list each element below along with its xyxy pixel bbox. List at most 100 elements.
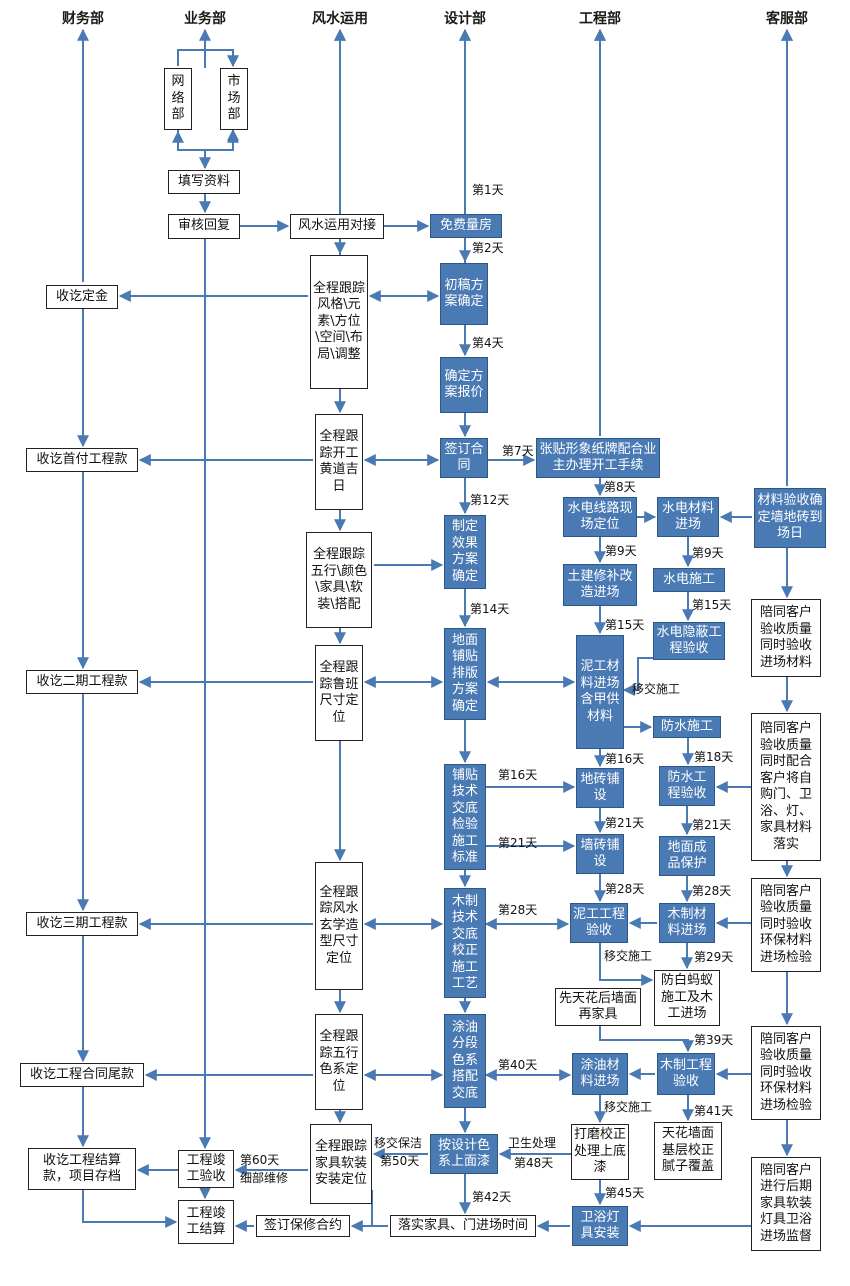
node-completion-settle: 工程竣工结算 xyxy=(178,1200,234,1244)
label-handover-3: 移交施工 xyxy=(604,1100,653,1114)
label-day42: 第42天 xyxy=(472,1190,512,1204)
label-day28-b: 第28天 xyxy=(498,903,538,917)
node-wall-tile: 墙砖铺设 xyxy=(576,834,624,874)
node-paint-by-color: 按设计色系上面漆 xyxy=(430,1134,498,1174)
node-collect-deposit: 收讫定金 xyxy=(46,285,118,309)
node-ceiling-first: 先天花后墙面再家具 xyxy=(555,988,641,1026)
dept-finance: 财务部 xyxy=(62,11,104,27)
node-collect-final: 收讫工程合同尾款 xyxy=(20,1063,144,1087)
label-day21-a: 第21天 xyxy=(498,836,538,850)
node-post-notice: 张贴形象纸牌配合业主办理开工手续 xyxy=(536,438,660,478)
node-cs-accompany3: 陪同客户验收质量同时验收环保材料进场检验 xyxy=(751,878,821,972)
node-confirm-quote: 确定方案报价 xyxy=(440,357,488,413)
node-initial-plan: 初稿方案确定 xyxy=(440,263,488,325)
connector-13 xyxy=(177,128,239,151)
node-collect-second: 收讫二期工程款 xyxy=(26,670,138,694)
label-day15-a: 第15天 xyxy=(605,618,645,632)
node-hydro-construct: 水电施工 xyxy=(653,568,725,592)
label-day60: 第60天 xyxy=(240,1153,280,1167)
node-cs-accompany2: 陪同客户验收质量同时配合客户将自购门、卫浴、灯、家具材料落实 xyxy=(751,713,821,861)
label-day48: 第48天 xyxy=(514,1156,554,1170)
node-masonry-material: 泥工材料进场含甲供材料 xyxy=(576,635,624,749)
label-day16-b: 第16天 xyxy=(498,768,538,782)
node-track-luban: 全程跟踪鲁班尺寸定位 xyxy=(315,645,363,741)
label-day1: 第1天 xyxy=(472,183,504,197)
node-fengshui-dock: 风水运用对接 xyxy=(290,214,384,239)
node-fill-info: 填写资料 xyxy=(168,170,240,194)
node-floor-protect: 地面成品保护 xyxy=(659,836,715,876)
label-day8: 第8天 xyxy=(604,480,636,494)
connector-11 xyxy=(205,49,239,68)
label-day15-b: 第15天 xyxy=(692,598,732,612)
node-waterproof-accept: 防水工程验收 xyxy=(659,766,715,806)
connector-81 xyxy=(599,1026,694,1053)
node-cs-accompany4: 陪同客户验收质量同时验收环保材料进场检验 xyxy=(751,1026,821,1120)
label-day2: 第2天 xyxy=(472,241,504,255)
label-day50: 第50天 xyxy=(380,1154,420,1168)
label-day28-a: 第28天 xyxy=(605,882,645,896)
connector-42 xyxy=(622,657,653,696)
dept-design: 设计部 xyxy=(444,11,486,27)
node-review-reply: 审核回复 xyxy=(168,214,240,239)
label-detail-repair: 细部维修 xyxy=(240,1171,289,1185)
dept-fengshui: 风水运用 xyxy=(312,11,368,27)
label-day18: 第18天 xyxy=(694,750,734,764)
node-wood-tech: 木制技术交底校正施工工艺 xyxy=(444,888,486,998)
node-bath-light: 卫浴灯具安装 xyxy=(572,1206,628,1246)
node-sign-contract: 签订合同 xyxy=(440,438,488,478)
node-floor-tile: 地砖铺设 xyxy=(576,768,624,808)
node-waterproof: 防水施工 xyxy=(653,716,721,738)
label-day45: 第45天 xyxy=(605,1186,645,1200)
node-free-measure: 免费量房 xyxy=(430,214,502,238)
label-day7: 第7天 xyxy=(502,444,534,458)
node-collect-first: 收讫首付工程款 xyxy=(26,448,138,472)
node-paint-material: 涂油材料进场 xyxy=(572,1053,628,1095)
node-tile-tech: 铺贴技术交底检验施工标准 xyxy=(444,764,486,870)
node-wood-material: 木制材料进场 xyxy=(659,903,715,943)
label-day16-a: 第16天 xyxy=(605,752,645,766)
node-track-fiveelements: 全程跟踪五行\颜色\家具\软装\搭配 xyxy=(306,532,372,628)
node-net-dept: 网络部 xyxy=(164,68,192,130)
dept-engineering: 工程部 xyxy=(579,11,621,27)
node-hydro-material: 水电材料进场 xyxy=(657,497,719,537)
node-completion-accept: 工程竣工验收 xyxy=(178,1150,234,1188)
node-cs-accompany1: 陪同客户验收质量同时验收进场材料 xyxy=(751,599,821,677)
node-sanding: 打磨校正处理上底漆 xyxy=(571,1124,629,1180)
label-handover-1: 移交施工 xyxy=(632,682,681,696)
label-day29: 第29天 xyxy=(694,950,734,964)
label-day12: 第12天 xyxy=(470,493,510,507)
node-termite: 防白蚂蚁施工及木工进场 xyxy=(654,970,720,1026)
node-wood-accept: 木制工程验收 xyxy=(657,1053,715,1095)
label-day4: 第4天 xyxy=(472,336,504,350)
node-civil-repair: 土建修补改造进场 xyxy=(563,564,637,606)
label-day9-b: 第9天 xyxy=(692,546,724,560)
node-masonry-accept: 泥工工程验收 xyxy=(570,903,628,943)
node-collect-third: 收讫三期工程款 xyxy=(26,912,138,936)
node-collect-settle: 收讫工程结算款，项目存档 xyxy=(28,1148,136,1190)
node-track-groundbreak: 全程跟踪开工黄道吉日 xyxy=(315,414,363,510)
label-day21-c: 第21天 xyxy=(692,818,732,832)
node-hydro-layout: 水电线路现场定位 xyxy=(563,497,637,537)
dept-business: 业务部 xyxy=(184,11,226,27)
node-render-plan: 制定效果方案确定 xyxy=(444,515,486,589)
node-track-fengshui: 全程跟踪风水玄学造型尺寸定位 xyxy=(315,862,363,990)
node-track-style: 全程跟踪风格\元素\方位\空间\布局\调整 xyxy=(310,255,368,389)
node-market-dept: 市场部 xyxy=(220,68,248,130)
node-hydro-hidden: 水电隐蔽工程验收 xyxy=(653,622,725,660)
label-day21-b: 第21天 xyxy=(605,816,645,830)
node-cs-accompany5: 陪同客户进行后期家具软装灯具卫浴进场监督 xyxy=(751,1157,821,1251)
node-sign-warranty: 签订保修合约 xyxy=(256,1215,350,1237)
label-sanitary: 卫生处理 xyxy=(508,1136,557,1150)
label-handover-2: 移交施工 xyxy=(604,949,653,963)
dept-service: 客服部 xyxy=(766,11,808,27)
label-clean-handover: 移交保洁 xyxy=(374,1136,423,1150)
node-track-soft: 全程跟踪家具软装安装定位 xyxy=(310,1124,372,1204)
node-material-accept: 材料验收确定墙地砖到场日 xyxy=(754,488,826,548)
node-paint-tech: 涂油分段色系搭配交底 xyxy=(444,1014,486,1108)
connector-67 xyxy=(599,943,654,986)
node-furniture-time: 落实家具、门进场时间 xyxy=(390,1215,536,1237)
label-day9-a: 第9天 xyxy=(605,544,637,558)
label-day40: 第40天 xyxy=(498,1058,538,1072)
